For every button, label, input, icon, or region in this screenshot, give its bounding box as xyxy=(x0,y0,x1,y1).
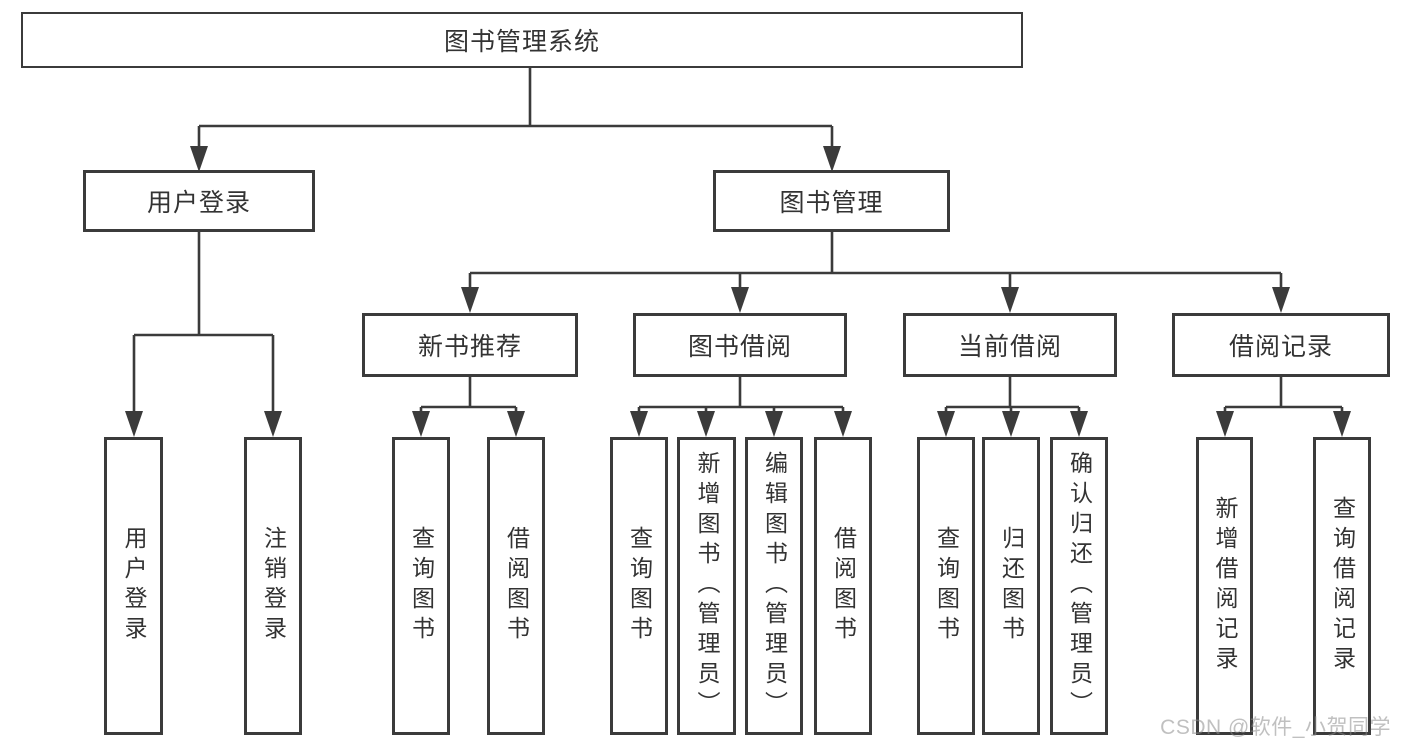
leaf-edit-books-admin-label: 编辑图书（管理员） xyxy=(761,451,788,721)
leaf-current-query-books-label: 查询图书 xyxy=(933,526,960,646)
node-book-management-label: 图书管理 xyxy=(779,189,884,217)
leaf-return-books-label: 归还图书 xyxy=(998,526,1025,646)
arrowheads xyxy=(125,146,1351,437)
leaf-logout-label: 注销登录 xyxy=(260,526,287,646)
leaf-confirm-return-admin: 确认归还（管理员） xyxy=(1050,437,1108,735)
leaf-return-books: 归还图书 xyxy=(982,437,1040,735)
node-book-management: 图书管理 xyxy=(713,170,950,232)
node-borrow-records-label: 借阅记录 xyxy=(1228,333,1333,361)
leaf-current-query-books: 查询图书 xyxy=(917,437,975,735)
leaf-user-login-label: 用户登录 xyxy=(121,526,147,646)
node-current-borrow-label: 当前借阅 xyxy=(957,333,1062,361)
node-root: 图书管理系统 xyxy=(21,12,1023,68)
leaf-newbooks-borrow-books: 借阅图书 xyxy=(487,437,545,735)
leaf-borrow-books-label: 借阅图书 xyxy=(830,526,857,646)
leaf-add-borrow-record: 新增借阅记录 xyxy=(1196,437,1253,735)
connector-lines xyxy=(132,68,1344,415)
node-book-borrow: 图书借阅 xyxy=(633,313,847,377)
node-new-book-recommend: 新书推荐 xyxy=(362,313,578,377)
leaf-newbooks-query-books: 查询图书 xyxy=(392,437,450,735)
leaf-query-borrow-record: 查询借阅记录 xyxy=(1313,437,1371,735)
leaf-borrow-query-books-label: 查询图书 xyxy=(626,526,653,646)
node-borrow-records: 借阅记录 xyxy=(1172,313,1390,377)
leaf-borrow-books: 借阅图书 xyxy=(814,437,872,735)
leaf-query-borrow-record-label: 查询借阅记录 xyxy=(1329,496,1356,676)
leaf-user-login: 用户登录 xyxy=(104,437,163,735)
leaf-add-books-admin-label: 新增图书（管理员） xyxy=(694,451,720,721)
node-user-login: 用户登录 xyxy=(83,170,315,232)
leaf-borrow-query-books: 查询图书 xyxy=(610,437,668,735)
leaf-add-borrow-record-label: 新增借阅记录 xyxy=(1212,496,1238,676)
node-current-borrow: 当前借阅 xyxy=(903,313,1117,377)
csdn-watermark: CSDN @软件_小贺同学 xyxy=(1160,716,1391,739)
node-user-login-label: 用户登录 xyxy=(146,189,251,217)
leaf-logout: 注销登录 xyxy=(244,437,302,735)
leaf-newbooks-query-books-label: 查询图书 xyxy=(408,526,435,646)
leaf-confirm-return-admin-label: 确认归还（管理员） xyxy=(1066,451,1093,721)
leaf-edit-books-admin: 编辑图书（管理员） xyxy=(745,437,803,735)
leaf-add-books-admin: 新增图书（管理员） xyxy=(677,437,736,735)
node-new-book-recommend-label: 新书推荐 xyxy=(417,333,522,361)
node-root-label: 图书管理系统 xyxy=(443,28,600,56)
leaf-newbooks-borrow-books-label: 借阅图书 xyxy=(503,526,530,646)
node-book-borrow-label: 图书借阅 xyxy=(687,333,792,361)
